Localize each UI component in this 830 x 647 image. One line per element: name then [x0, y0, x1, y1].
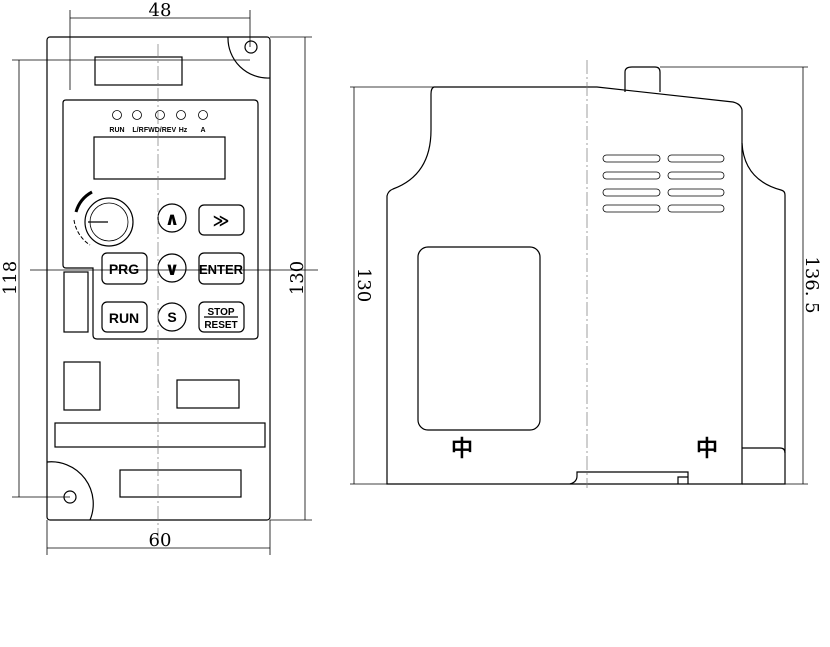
dim-130-front: 130: [287, 261, 308, 295]
terminal-block-right: [176, 379, 240, 409]
dim-130-side: 130: [353, 268, 374, 302]
top-slot: [94, 56, 183, 86]
mount-marker-right: 中: [696, 436, 718, 461]
front-view: RUN L/R FWD/REV Hz A ∧ ≫ PRG ∨ ENTER RUN…: [30, 36, 318, 545]
mount-hole-top: [244, 40, 258, 54]
vent-slots: [602, 154, 725, 213]
s-key[interactable]: S: [157, 302, 187, 332]
shift-key[interactable]: ≫: [198, 204, 245, 236]
svg-text:∨: ∨: [165, 259, 180, 279]
svg-text:S: S: [167, 309, 176, 325]
svg-text:∧: ∧: [165, 209, 180, 229]
side-foot: [742, 447, 786, 454]
corner-arc-top: [227, 36, 271, 79]
front-dimensions: 48 60 118 130: [0, 0, 312, 555]
svg-text:PRG: PRG: [109, 261, 139, 277]
svg-text:≫: ≫: [213, 213, 230, 230]
dim-118: 118: [0, 261, 21, 295]
led-label-a: A: [200, 127, 205, 134]
side-slot: [63, 271, 89, 333]
run-key[interactable]: RUN: [101, 301, 148, 333]
side-dimensions: 130 136. 5: [350, 66, 822, 485]
dim-60: 60: [149, 530, 172, 551]
side-top-tab: [624, 66, 661, 92]
enter-key[interactable]: ENTER: [198, 252, 245, 285]
knob-scale-icon: [74, 190, 93, 213]
dim-48: 48: [149, 0, 172, 21]
stop-reset-key[interactable]: STOP RESET: [198, 301, 245, 333]
side-outline: [386, 86, 743, 485]
side-view: 中 中: [386, 60, 786, 488]
display-window: [93, 136, 226, 180]
terminal-block-left: [63, 361, 101, 411]
corner-arc-bottom: [46, 461, 94, 521]
prg-key[interactable]: PRG: [101, 252, 148, 285]
led-label-lr: L/R: [132, 127, 143, 134]
dim-136-5: 136. 5: [801, 256, 822, 313]
led-label-hz: Hz: [179, 127, 188, 134]
svg-text:STOP: STOP: [207, 307, 234, 318]
terminal-strip: [54, 422, 266, 448]
front-outline: [46, 36, 271, 521]
side-rear-step: [741, 142, 786, 485]
side-din-notch: [569, 471, 689, 485]
up-key[interactable]: ∧: [157, 203, 187, 233]
led-label-run: RUN: [109, 127, 124, 134]
svg-text:ENTER: ENTER: [199, 262, 244, 277]
svg-text:RESET: RESET: [204, 320, 237, 331]
knob[interactable]: [73, 190, 134, 247]
indicator-leds: RUN L/R FWD/REV Hz A: [109, 110, 208, 134]
svg-text:RUN: RUN: [109, 310, 139, 326]
keypad-panel: [62, 99, 259, 340]
down-key[interactable]: ∨: [157, 253, 187, 283]
bottom-slot: [119, 469, 242, 498]
mount-marker-left: 中: [451, 436, 473, 461]
led-label-fwdrev: FWD/REV: [144, 127, 177, 134]
side-label-window: [417, 246, 541, 431]
